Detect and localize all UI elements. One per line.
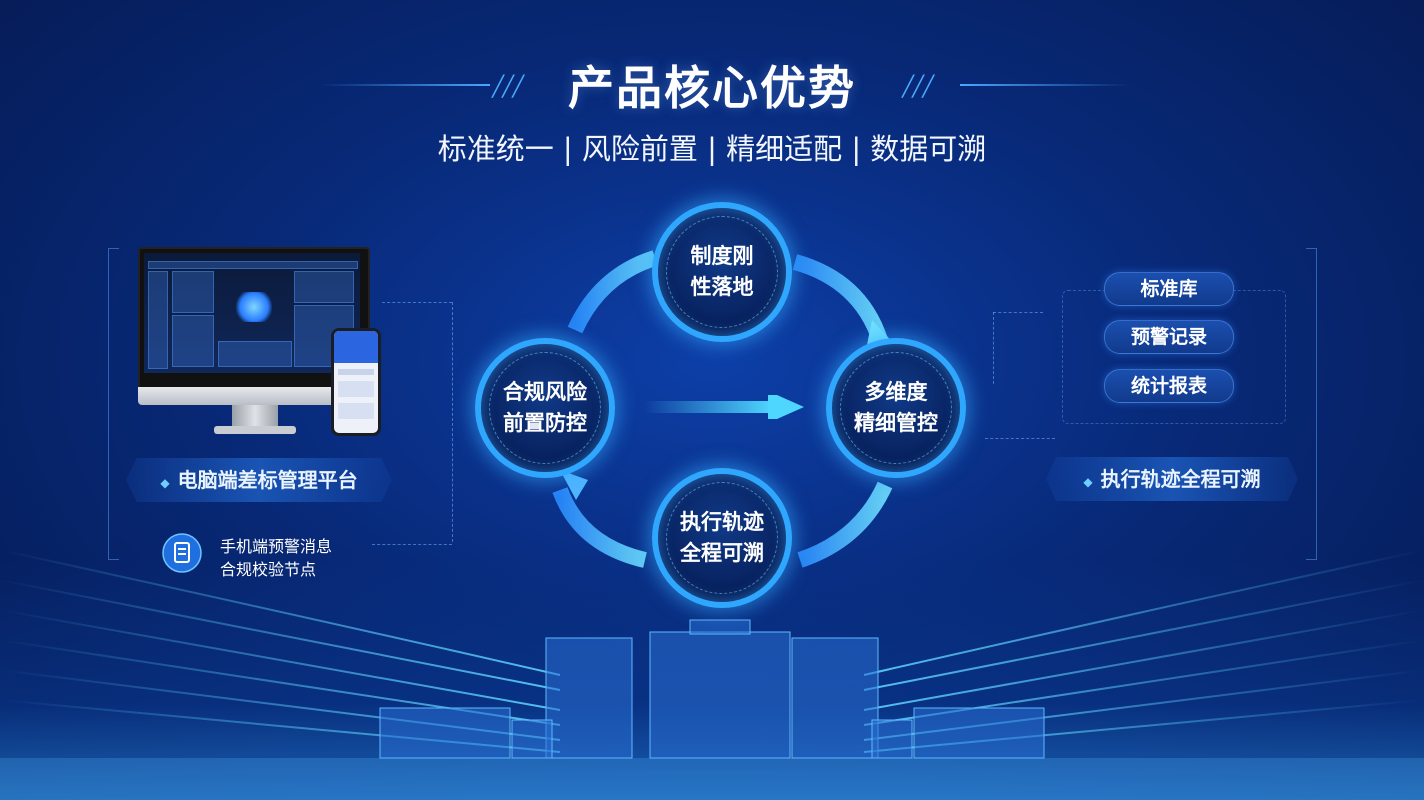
- title-slash-decor-right: ╱╱╱: [902, 74, 934, 98]
- mobile-note-line2: 合规校验节点: [220, 560, 317, 579]
- right-panel-banner: ◆执行轨迹全程可溯: [1046, 457, 1298, 501]
- connector-line: [372, 544, 452, 545]
- cycle-node-bottom: 执行轨迹 全程可溯: [652, 468, 792, 608]
- connector-line: [452, 302, 453, 542]
- mobile-note-line1: 手机端预警消息: [220, 537, 333, 556]
- monitor-foot: [214, 426, 296, 434]
- pill-statistics-report: 统计报表: [1104, 369, 1234, 403]
- connector-line: [993, 312, 994, 384]
- cycle-ring-arrows: [552, 250, 898, 568]
- pill-warning-records: 预警记录: [1104, 320, 1234, 354]
- title-decor-line-left: [320, 84, 490, 86]
- cycle-node-right: 多维度 精细管控: [826, 338, 966, 478]
- title-decor-line-right: [960, 84, 1130, 86]
- page-subtitle: 标准统一 | 风险前置 | 精细适配 | 数据可溯: [437, 132, 987, 166]
- monitor-stand: [232, 405, 278, 427]
- monitor-chart-graphic: [236, 292, 272, 322]
- title-slash-decor-left: ╱╱╱: [492, 74, 524, 98]
- center-flow-arrow: [644, 395, 804, 419]
- right-pill-group-frame: [1062, 290, 1286, 424]
- connector-line: [985, 438, 1055, 439]
- pill-standard-library: 标准库: [1104, 272, 1234, 306]
- connector-line: [993, 312, 1043, 313]
- mobile-phone: [331, 328, 381, 436]
- monitor-screen: [144, 253, 360, 373]
- monitor-chin: [138, 387, 370, 405]
- cycle-node-top: 制度刚 性落地: [652, 202, 792, 342]
- connector-line: [382, 302, 452, 303]
- light-streaks-decoration: [0, 549, 1424, 800]
- page-title: 产品核心优势: [568, 61, 856, 115]
- right-panel-bracket: [1306, 248, 1317, 560]
- cycle-node-left: 合规风险 前置防控: [475, 338, 615, 478]
- left-panel-banner: ◆电脑端差标管理平台: [126, 458, 392, 502]
- mobile-note: 手机端预警消息 合规校验节点: [220, 535, 332, 581]
- mobile-message-icon: [162, 533, 202, 573]
- left-panel-bracket: [108, 248, 119, 560]
